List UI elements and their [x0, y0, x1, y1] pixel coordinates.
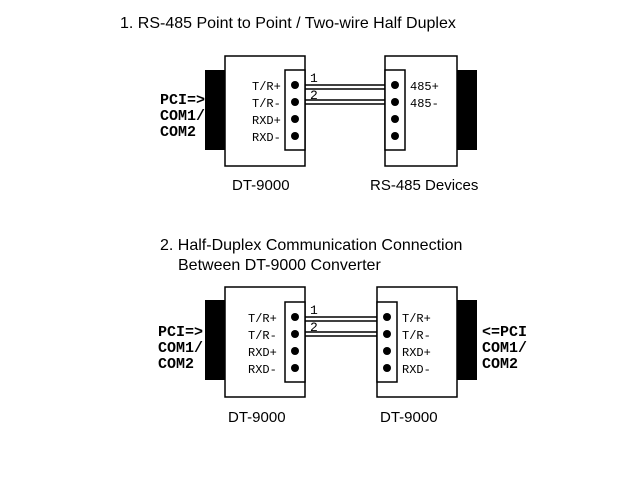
pin-label: 485-	[410, 97, 439, 111]
terminal-dot	[391, 132, 399, 140]
terminal-block-left	[284, 301, 306, 383]
terminal-dot	[291, 330, 299, 338]
pin-label: RXD-	[248, 363, 277, 377]
section2-title: 2. Half-Duplex Communication Connection	[160, 237, 462, 254]
pin-label: T/R+	[252, 80, 281, 94]
terminal-block-left	[284, 69, 306, 151]
section2-subtitle: Between DT-9000 Converter	[178, 257, 381, 274]
device-caption: DT-9000	[380, 409, 438, 426]
terminal-block-right	[376, 301, 398, 383]
terminal-dot	[383, 330, 391, 338]
device-caption: DT-9000	[232, 177, 290, 194]
terminal-dot	[391, 115, 399, 123]
terminal-dot	[383, 347, 391, 355]
pin-label: RXD+	[248, 346, 277, 360]
left-connector-back	[205, 70, 227, 150]
right-connector-back	[455, 70, 477, 150]
terminal-dot	[291, 81, 299, 89]
pin-label: T/R+	[402, 312, 431, 326]
terminal-dot	[291, 364, 299, 372]
pin-label: RXD+	[252, 114, 281, 128]
pin-label: T/R-	[248, 329, 277, 343]
wire-number: 1	[310, 71, 318, 86]
terminal-block-right	[384, 69, 406, 151]
section1-title: 1. RS-485 Point to Point / Two-wire Half…	[120, 15, 456, 32]
pc-com-label: COM1/	[158, 340, 203, 357]
pc-com-label: COM1/	[482, 340, 527, 357]
terminal-dot	[383, 364, 391, 372]
pc-com-label: PCI=>	[160, 92, 205, 109]
terminal-dot	[291, 115, 299, 123]
pin-label: T/R-	[252, 97, 281, 111]
pin-label: T/R-	[402, 329, 431, 343]
pc-com-label: PCI=>	[158, 324, 203, 341]
pin-label: RXD-	[402, 363, 431, 377]
device-caption: RS-485 Devices	[370, 177, 478, 194]
pc-com-label: COM2	[482, 356, 518, 373]
terminal-dot	[291, 98, 299, 106]
pc-com-label: <=PCI	[482, 324, 527, 341]
right-connector-back	[455, 300, 477, 380]
pc-com-label: COM1/	[160, 108, 205, 125]
pin-label: 485+	[410, 80, 439, 94]
terminal-dot	[291, 313, 299, 321]
pc-com-label: COM2	[160, 124, 196, 141]
terminal-dot	[391, 98, 399, 106]
wire-number: 2	[310, 88, 318, 103]
terminal-dot	[383, 313, 391, 321]
wire-number: 1	[310, 303, 318, 318]
terminal-dot	[291, 132, 299, 140]
pc-com-label: COM2	[158, 356, 194, 373]
pin-label: RXD+	[402, 346, 431, 360]
terminal-dot	[391, 81, 399, 89]
pin-label: T/R+	[248, 312, 277, 326]
wire-number: 2	[310, 320, 318, 335]
pin-label: RXD-	[252, 131, 281, 145]
left-connector-back	[205, 300, 227, 380]
terminal-dot	[291, 347, 299, 355]
device-caption: DT-9000	[228, 409, 286, 426]
